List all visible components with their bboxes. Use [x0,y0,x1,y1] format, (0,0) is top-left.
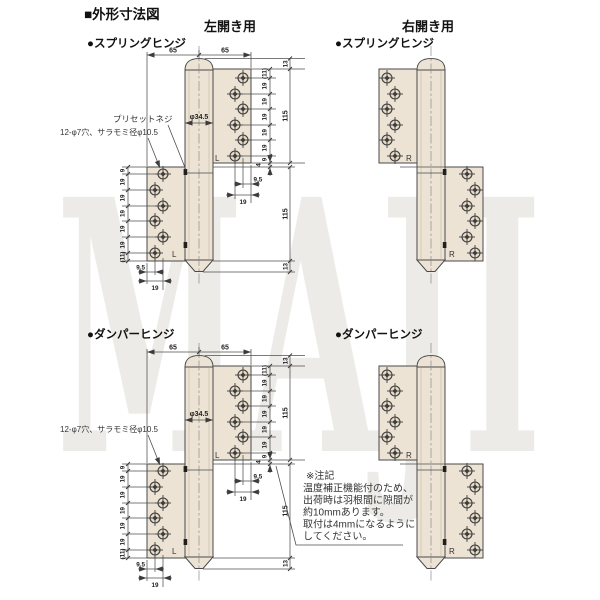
hole-spec-label: 12-φ7穴、サラモミ径φ10.5 [60,127,159,137]
spring-callouts: プリセットネジ 12-φ7穴、サラモミ径φ10.5 [60,114,187,171]
note-line: 温度補正機能付のため、 [303,482,413,495]
section-label-damper-right: ●ダンパーヒンジ [335,327,423,341]
section-label-spring-right: ●スプリングヒンジ [335,36,434,50]
note-line: ※注記 [306,469,334,482]
page-title: ■外形寸法図 [84,6,160,22]
left-opening-heading: 左開き用 [204,19,256,34]
damper-hinge-left-figure [120,343,306,589]
spring-hinge-left-figure [120,46,306,292]
right-opening-heading: 右開き用 [401,19,454,34]
section-label-damper-left: ●ダンパーヒンジ [87,327,175,341]
spring-hinge-right-figure [379,46,483,284]
note-block: ※注記 温度補正機能付のため、 出荷時は羽根間に隙間が 約10mmあります。 取… [275,465,415,546]
note-line: 取付は4mmになるように [303,518,415,531]
preset-screw-label: プリセットネジ [113,114,173,124]
note-line: してください。 [303,531,372,543]
note-line: 出荷時は羽根間に隙間が [303,494,413,507]
note-line: 約10mmあります。 [303,506,390,519]
hole-spec-label: 12-φ7穴、サラモミ径φ10.5 [60,424,159,434]
section-label-spring-left: ●スプリングヒンジ [87,36,186,50]
damper-callouts: 12-φ7穴、サラモミ径φ10.5 [60,424,161,466]
